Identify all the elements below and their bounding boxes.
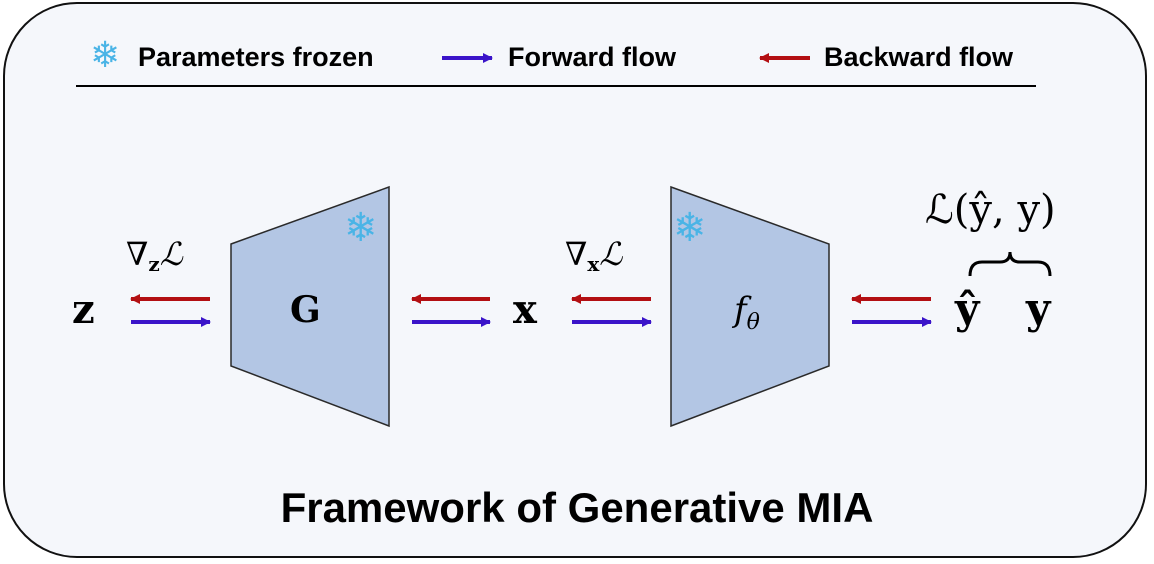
- gradient-x-loss: ℒ: [599, 235, 623, 273]
- target-model-label: fθ: [734, 290, 760, 334]
- loss-brace: [968, 251, 1052, 277]
- gradient-z-loss: ℒ: [159, 235, 183, 273]
- gradient-z-label: ∇zℒ: [126, 235, 183, 274]
- legend-snowflake-icon: ❄: [90, 35, 121, 76]
- gradient-x-label: ∇xℒ: [565, 235, 623, 274]
- diagram-caption: Framework of Generative MIA: [280, 484, 874, 531]
- target-y-label: y: [1026, 284, 1051, 333]
- image-x-label: x: [513, 286, 537, 333]
- gradient-z-subscript: z: [148, 252, 160, 276]
- target-model-f: f: [734, 290, 747, 330]
- prediction-y-hat-label: ŷ: [955, 284, 980, 333]
- legend-frozen-label: Parameters frozen: [138, 42, 374, 72]
- gradient-x-nabla: ∇: [565, 235, 588, 273]
- generator-frozen-snowflake-icon: ❄: [344, 205, 378, 251]
- generator-block: [230, 185, 390, 428]
- legend-forward-label: Forward flow: [508, 42, 676, 72]
- diagram-frame: [3, 2, 1147, 558]
- gradient-x-subscript: x: [587, 252, 600, 276]
- target-model-block: [670, 185, 830, 428]
- loss-label: ℒ(ŷ, y): [925, 187, 1056, 233]
- target-model-frozen-snowflake-icon: ❄: [673, 205, 707, 251]
- generator-label: G: [290, 289, 321, 331]
- latent-z-label: z: [72, 286, 95, 333]
- target-model-theta: θ: [746, 310, 760, 335]
- legend-backward-label: Backward flow: [824, 42, 1014, 72]
- gradient-z-nabla: ∇: [126, 235, 149, 273]
